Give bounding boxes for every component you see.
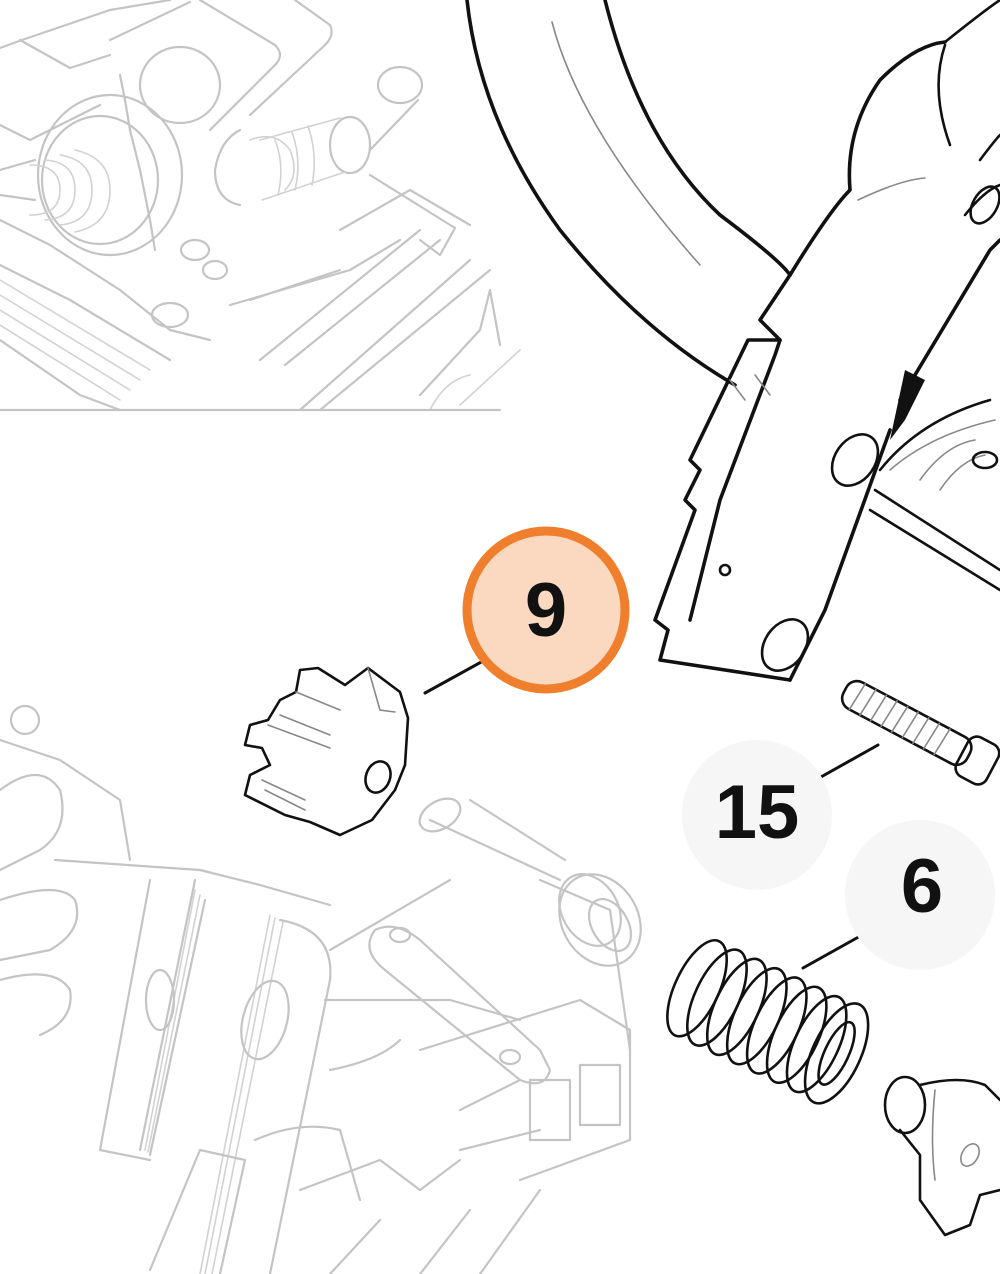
callout-9-highlight-ring [462,526,630,694]
handle-frame [465,0,1000,682]
knob-part [883,1075,1000,1237]
cog-nut-part [243,666,410,837]
leader-line-15 [810,743,880,784]
background-assembly-top [0,0,521,412]
callout-15-bg [682,740,832,890]
callout-6-bg [845,820,995,970]
background-assembly-bottom [0,704,642,1274]
callout-6-label: 6 [901,844,943,929]
spring-part [666,938,870,1105]
callout-15-label: 15 [715,770,800,855]
callout-9-label: 9 [525,568,567,653]
callout-9[interactable]: 9 [462,526,630,694]
callout-15[interactable]: 15 [682,740,832,890]
screw-part [840,679,1000,786]
callout-6[interactable]: 6 [845,820,995,970]
